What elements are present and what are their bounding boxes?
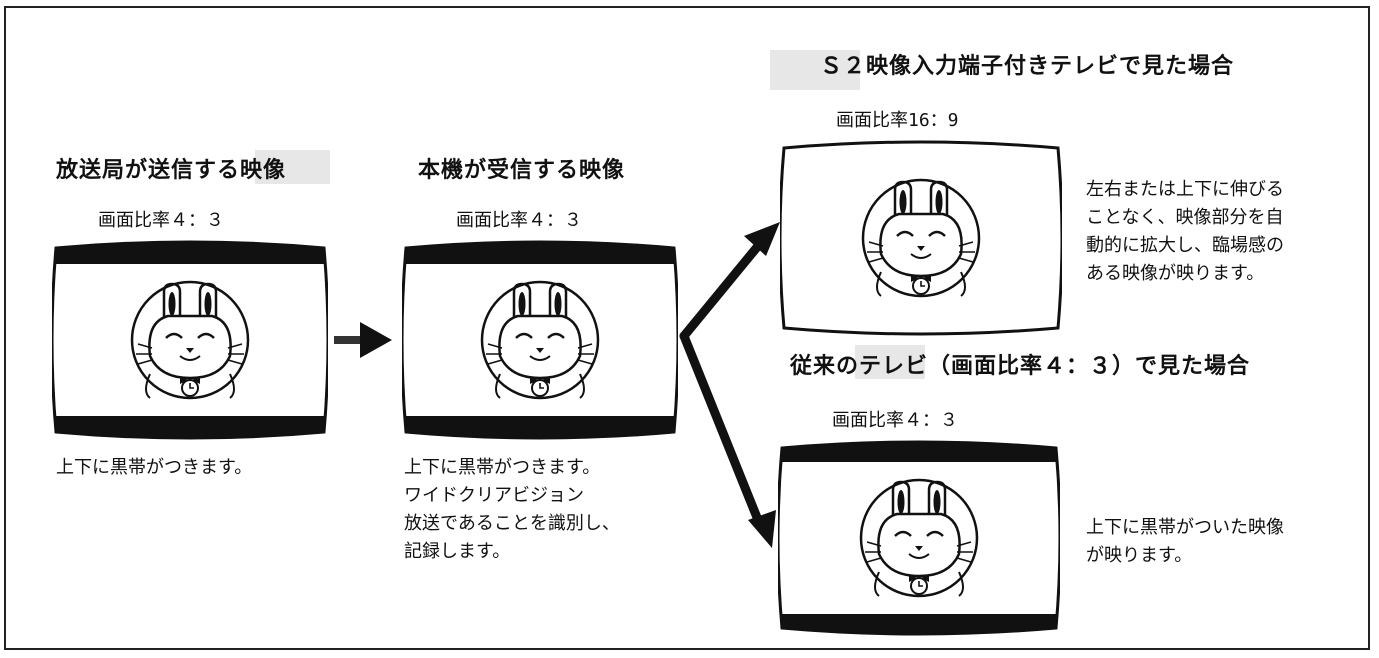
receiver-ratio: 画面比率４：３ [456, 210, 582, 231]
tv-conventional [778, 440, 1060, 636]
receiver-title: 本機が受信する映像 [418, 158, 626, 183]
oldtv-title: 従来のテレビ（画面比率４：３）で見た場合 [790, 354, 1251, 379]
title-highlight [770, 50, 860, 90]
broadcast-ratio: 画面比率４：３ [98, 210, 224, 231]
tv-receiver [402, 240, 678, 440]
tv-s2-widescreen [780, 140, 1062, 336]
s2tv-title: Ｓ２映像入力端子付きテレビで見た場合 [820, 54, 1235, 79]
rabbit-mascot-icon [480, 280, 600, 400]
oldtv-ratio: 画面比率４：３ [832, 410, 958, 431]
rabbit-mascot-icon [859, 478, 979, 598]
broadcast-title: 放送局が送信する映像 [56, 158, 287, 183]
s2tv-ratio: 画面比率16：9 [836, 110, 959, 131]
broadcast-caption: 上下に黒帯がつきます。 [56, 457, 253, 478]
receiver-caption: 上下に黒帯がつきます。 ワイドクリアビジョン 放送であることを識別し、 記録しま… [404, 457, 620, 562]
title-highlight [855, 345, 925, 379]
oldtv-caption: 上下に黒帯がついた映像 が映ります。 [1086, 517, 1284, 566]
title-highlight [255, 150, 330, 184]
s2tv-caption: 左右または上下に伸びる ことなく、映像部分を自 動的に拡大し、臨場感の ある映像… [1086, 179, 1284, 284]
diagram-frame [4, 6, 1370, 650]
tv-broadcast [52, 240, 328, 440]
rabbit-mascot-icon [861, 178, 981, 298]
rabbit-mascot-icon [130, 280, 250, 400]
